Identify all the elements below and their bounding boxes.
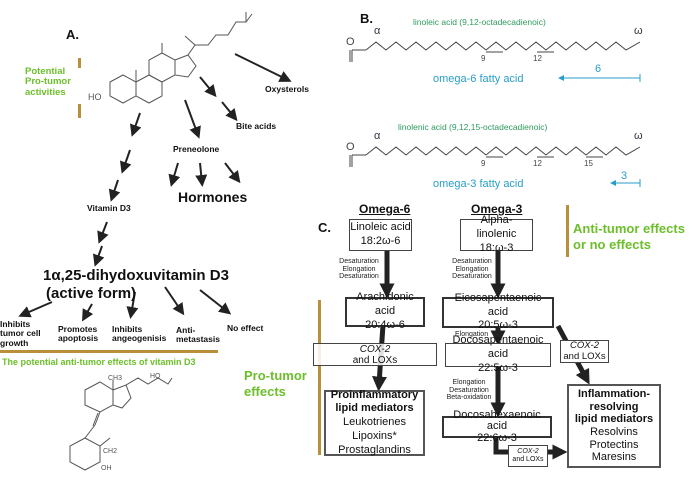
gold-bar <box>78 104 81 118</box>
effect-anti-metastasis: Anti-metastasis <box>176 325 220 345</box>
effect-none: No effect <box>227 323 264 333</box>
linoleic-chain <box>349 41 641 62</box>
effect-angiogenesis: Inhibits angeogenisis <box>112 324 167 344</box>
bile-acids-label: Bite acids <box>236 121 277 131</box>
hydroxyl-label: HO <box>150 373 161 380</box>
omega-6-type-label: omega-6 fatty acid <box>433 73 524 85</box>
pro-tumor-activities-label: Potential Pro-tumor activities <box>25 66 71 98</box>
bond-position: 12 <box>533 159 542 168</box>
omega-label: ω <box>634 25 643 37</box>
effect-apoptosis: Promotes apoptosis <box>58 324 99 344</box>
hydroxyl-label: HO <box>88 92 102 102</box>
omega-6-header: Omega-6 <box>359 202 411 216</box>
alpha-label: α <box>374 130 381 142</box>
omega-3-type-label: omega-3 fatty acid <box>433 178 524 190</box>
omega-3-header: Omega-3 <box>471 202 523 216</box>
methylene-label: CH2 <box>103 448 118 455</box>
gold-divider <box>0 350 218 353</box>
bond-position: 15 <box>584 159 593 168</box>
bond-position: 12 <box>533 54 542 63</box>
active-form-label: (active form) <box>46 285 137 302</box>
effect-inhibits-growth: Inhibits tumor cell growth <box>0 319 41 348</box>
omega-arrows <box>558 74 641 187</box>
alpha-label: α <box>374 25 381 37</box>
bond-position: 9 <box>481 54 486 63</box>
omega-3-number: 3 <box>621 170 628 182</box>
panel-a-label: A. <box>66 27 79 42</box>
carboxylate-o: O <box>346 36 355 48</box>
bond-position: 9 <box>481 159 486 168</box>
panel-b-label: B. <box>360 11 373 26</box>
methyl-label: CH3 <box>108 375 123 382</box>
linolenic-chain <box>349 146 641 167</box>
omega-label: ω <box>634 130 643 142</box>
hormones-label: Hormones <box>178 189 248 205</box>
calcitriol-structure <box>69 377 173 471</box>
vitamin-d3-label: Vitamin D3 <box>87 203 131 213</box>
panel-c-label: C. <box>318 220 331 235</box>
elongation-label: Elongation <box>455 331 489 338</box>
omega-6-number: 6 <box>595 63 602 75</box>
carboxylate-o: O <box>346 141 355 153</box>
cholesterol-structure <box>109 12 253 104</box>
active-vitamin-d3-title: 1α,25-dihydoxuvitamin D3 <box>43 267 229 284</box>
pregnenolone-label: Preneolone <box>173 144 220 154</box>
gold-bar <box>78 58 81 68</box>
vitamin-d3-caption: The potential anti-tumor effects of vita… <box>2 357 196 367</box>
gold-bar <box>566 205 569 257</box>
gold-bar <box>318 300 321 455</box>
reaction-arrows <box>18 53 292 322</box>
linolenic-acid-name: linolenic acid (9,12,15-octadecadienoic) <box>398 122 548 132</box>
oxysterols-label: Oxysterols <box>265 84 309 94</box>
hydroxyl-label: OH <box>101 465 112 472</box>
linoleic-acid-name: linoleic acid (9,12-octadecadienoic) <box>413 17 546 27</box>
